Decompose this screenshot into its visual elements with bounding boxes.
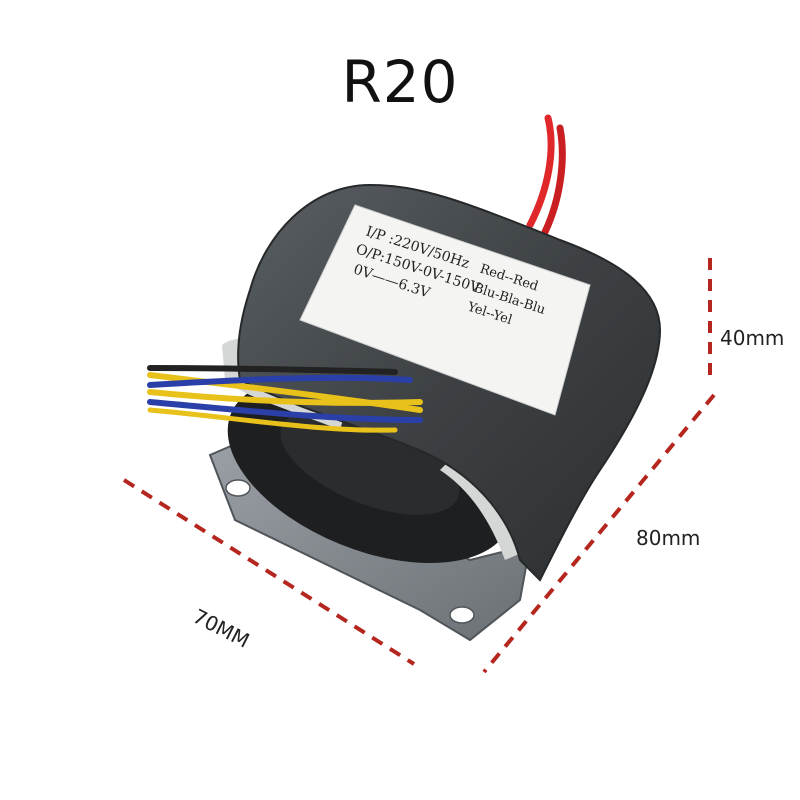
length-label: 80mm [636, 526, 701, 550]
width-dimension-line [122, 478, 416, 666]
spec-label: I/P :220V/50Hz Red--Red O/P:150V-0V-150V… [299, 204, 591, 416]
mount-hole-left [225, 479, 251, 497]
length-dimension-line [482, 393, 716, 674]
product-title: R20 [341, 48, 459, 116]
red-wires [526, 114, 566, 236]
lead-wires [147, 365, 423, 433]
mount-hole-right [449, 606, 475, 624]
dimension-lines [122, 258, 716, 674]
height-label: 40mm [720, 326, 785, 350]
